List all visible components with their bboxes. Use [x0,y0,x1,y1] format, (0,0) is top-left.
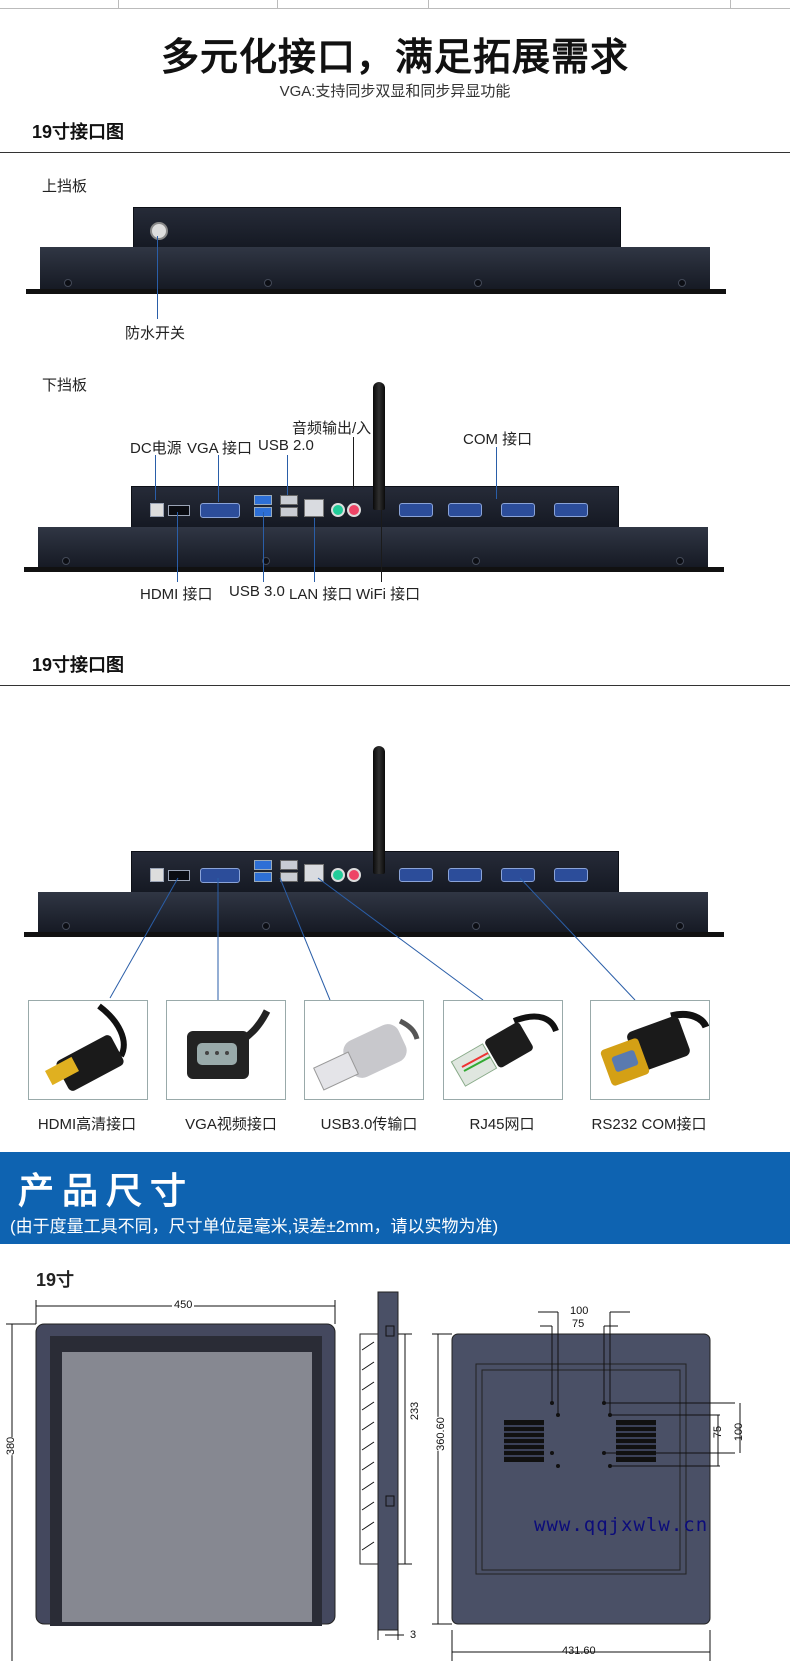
vga-port-label: VGA 接口 [187,440,253,457]
page-title: 多元化接口，满足拓展需求 [160,37,629,79]
vga-thumbnail [166,1000,286,1100]
hdmi-thumbnail-label: HDMI高清接口 [37,1116,137,1133]
front-width-dim: 450 [172,1299,195,1311]
hdmi-port-icon [168,505,190,516]
section-title-2: 19寸接口图 [32,655,125,675]
dc-power-label: DC电源 [130,440,182,457]
page-subtitle: VGA:支持同步双显和同步异显功能 [279,83,511,100]
site-watermark: www.qqjxwlw.cn [534,1514,709,1536]
usb3-port-icon [254,495,272,505]
hdmi-port-label: HDMI 接口 [140,586,213,603]
dc-jack-icon [150,503,164,517]
audio-in-icon [331,503,345,517]
hdmi-thumbnail [28,1000,148,1100]
vesa-100-side-dim: 100 [733,1422,746,1442]
rs232-thumbnail [590,1000,710,1100]
section-title-1: 19寸接口图 [32,122,125,142]
size-banner-subtitle: (由于度量工具不同，尺寸单位是毫米,误差±2mm，请以实物为准) [10,1217,499,1236]
usb3-label: USB 3.0 [229,583,285,600]
side-profile [377,1291,399,1631]
rj45-thumbnail-label: RJ45网口 [469,1116,535,1133]
bottom-panel-label: 下挡板 [42,377,88,394]
usb2-label: USB 2.0 [258,437,314,454]
wifi-port-label: WiFi 接口 [356,586,421,603]
back-height-dim: 360.60 [434,1417,447,1451]
audio-label: 音频输出/入 [292,420,372,437]
size-banner-title: 产品尺寸 [18,1170,195,1211]
audio-out-icon [347,503,361,517]
com-port-label: COM 接口 [463,431,533,448]
top-panel-label: 上挡板 [42,178,88,195]
connector-leader-lines [109,877,636,1001]
section-divider-2 [0,685,790,686]
size-banner [0,1152,790,1244]
back-width-dim: 431.60 [562,1645,596,1657]
vga-cable-icon [187,1009,271,1079]
back-view [451,1333,711,1625]
front-height-dim: 380 [5,1436,18,1456]
section-divider-1 [0,152,790,153]
vesa-75-top-dim: 75 [572,1318,585,1330]
vesa-75-side-dim: 75 [712,1425,725,1439]
dimension-drawing [6,1291,741,1661]
vga-thumbnail-label: VGA视频接口 [185,1116,277,1133]
lan-port-icon [304,499,324,517]
rs232-plug-icon [600,1010,710,1086]
side-height-dim: 233 [409,1401,422,1421]
wifi-antenna-icon-2 [373,746,385,874]
lan-port-label: LAN 接口 [289,586,353,603]
rj45-plug-icon [450,1013,559,1087]
interface-device [24,848,724,940]
waterproof-switch-icon [150,222,168,240]
vga-port-icon [200,503,240,518]
rj45-thumbnail [443,1000,563,1100]
usb-thumbnail-label: USB3.0传输口 [320,1116,418,1133]
rs232-thumbnail-label: RS232 COM接口 [591,1116,707,1133]
usb-thumbnail [304,1000,424,1100]
top-panel-device [26,205,726,297]
usb-plug-icon [313,1018,420,1091]
waterproof-switch-label: 防水开关 [125,325,186,342]
com-port-icon [399,503,433,517]
front-screen [62,1352,312,1622]
top-table-strip [0,0,790,9]
wifi-antenna-icon [373,382,385,510]
size-label: 19寸 [36,1270,75,1290]
usb2-port-icon [280,495,298,505]
vesa-100-top-dim: 100 [570,1305,589,1317]
hdmi-cable-icon [45,1003,127,1091]
side-depth-dim: 3 [410,1629,417,1641]
